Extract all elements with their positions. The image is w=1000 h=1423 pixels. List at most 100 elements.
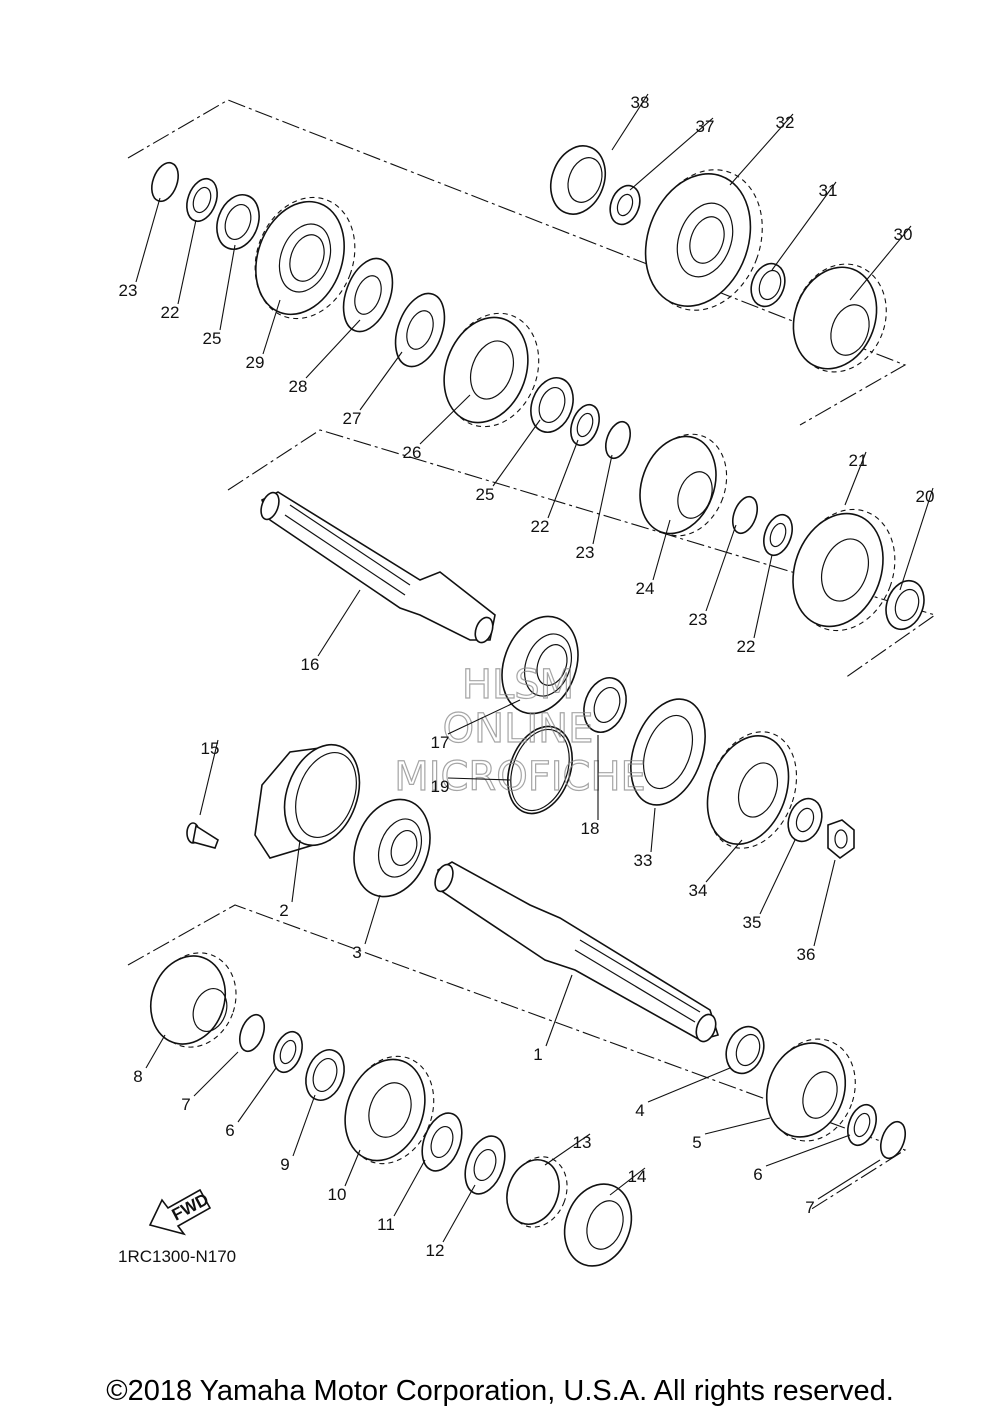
callout-leader-22 [753, 554, 773, 639]
callout-leader-27 [359, 351, 403, 411]
lower-frame [127, 904, 907, 1211]
gear-5 [765, 1038, 856, 1142]
callout-18: 18 [581, 819, 600, 838]
callout-leader-23 [135, 197, 161, 283]
callout-leader-36 [813, 859, 836, 947]
callout-7: 7 [181, 1095, 190, 1114]
gear-26 [443, 312, 540, 428]
main-axle-16 [260, 491, 496, 644]
callout-30: 30 [894, 225, 913, 244]
callout-32: 32 [776, 113, 795, 132]
callout-leader-33 [650, 807, 656, 853]
gear-8 [150, 952, 237, 1048]
callout-leader-15 [199, 739, 219, 816]
callout-leader-3 [364, 894, 381, 945]
bearing-25-mid [530, 377, 574, 433]
callout-21: 21 [849, 451, 868, 470]
upper-frame [127, 99, 907, 426]
washer-37 [609, 184, 641, 226]
diagram-code: 1RC1300-N170 [118, 1247, 236, 1266]
collar-20 [885, 579, 925, 631]
callout-leader-5 [704, 1117, 771, 1135]
washer-28 [342, 257, 394, 333]
callout-1: 1 [533, 1045, 542, 1064]
callout-24: 24 [636, 579, 655, 598]
sprocket-34 [706, 731, 798, 849]
callout-22: 22 [531, 517, 550, 536]
callout-leader-11 [393, 1159, 426, 1217]
watermark-line-3: MICROFICHE [394, 754, 646, 800]
callout-3: 3 [352, 943, 361, 962]
callout-20: 20 [916, 487, 935, 506]
circlip-7-right [879, 1120, 907, 1160]
washer-6-right [847, 1103, 877, 1147]
bearing-14 [563, 1183, 633, 1267]
o-ring-19 [507, 725, 573, 815]
bearing-25-top [216, 194, 260, 250]
callout-leader-16 [317, 589, 361, 657]
callout-11: 11 [377, 1215, 395, 1234]
callout-14: 14 [628, 1167, 647, 1186]
callout-29: 29 [246, 353, 265, 372]
callout-leader-22 [177, 219, 197, 305]
nut-36 [827, 819, 855, 860]
callout-28: 28 [289, 377, 308, 396]
callout-leader-28 [305, 319, 361, 379]
callout-37: 37 [696, 117, 715, 136]
gear-30 [792, 263, 887, 373]
washer-35 [787, 797, 823, 843]
callout-6: 6 [225, 1121, 234, 1140]
callout-leader-31 [771, 181, 837, 271]
callout-9: 9 [280, 1155, 289, 1174]
callout-leader-25 [492, 419, 541, 487]
callout-5: 5 [692, 1133, 701, 1152]
callout-leader-14 [609, 1167, 646, 1196]
callout-34: 34 [689, 881, 708, 900]
callout-leader-20 [899, 487, 934, 591]
callout-22: 22 [737, 637, 756, 656]
collar-4 [725, 1025, 765, 1075]
callout-19: 19 [431, 777, 450, 796]
bearing-9 [305, 1049, 345, 1101]
bearing-retainer-2 [254, 743, 361, 859]
washer-12 [464, 1135, 506, 1195]
callout-leader-25 [219, 244, 236, 331]
washer-22-mid [570, 403, 600, 447]
callout-12: 12 [426, 1241, 445, 1260]
callout-26: 26 [403, 443, 422, 462]
callout-10: 10 [328, 1185, 347, 1204]
fwd-arrow-icon: FWD [148, 1188, 212, 1236]
callout-8: 8 [133, 1067, 142, 1086]
oil-seal-33 [630, 698, 706, 806]
callout-13: 13 [573, 1133, 592, 1152]
oil-seal-18 [583, 677, 627, 733]
callout-7: 7 [805, 1198, 814, 1217]
callout-leader-35 [759, 839, 796, 915]
callout-leader-30 [849, 225, 912, 301]
callout-25: 25 [476, 485, 495, 504]
copyright-notice: ©2018 Yamaha Motor Corporation, U.S.A. A… [106, 1375, 894, 1407]
callout-leader-23 [592, 454, 613, 545]
callout-23: 23 [576, 543, 595, 562]
callout-leader-6 [765, 1134, 851, 1167]
callout-leader-34 [705, 839, 743, 883]
bearing-38 [549, 145, 607, 215]
circlip-23-right [731, 495, 759, 535]
gear-10 [344, 1055, 435, 1165]
callout-31: 31 [819, 181, 838, 200]
middle-frame [227, 429, 937, 679]
bolt-15 [186, 822, 219, 849]
circlip-23-top [151, 161, 179, 203]
callout-leader-1 [545, 974, 573, 1047]
callout-leader-21 [844, 451, 867, 506]
callout-35: 35 [743, 913, 762, 932]
drive-axle-1 [434, 861, 720, 1043]
callout-23: 23 [119, 281, 138, 300]
collar-31 [750, 262, 786, 308]
callout-6: 6 [753, 1165, 762, 1184]
callout-leader-7 [193, 1051, 239, 1097]
gear-21 [792, 508, 896, 632]
callout-leader-4 [647, 1067, 731, 1103]
gear-29 [254, 196, 356, 320]
gear-13 [506, 1156, 568, 1228]
